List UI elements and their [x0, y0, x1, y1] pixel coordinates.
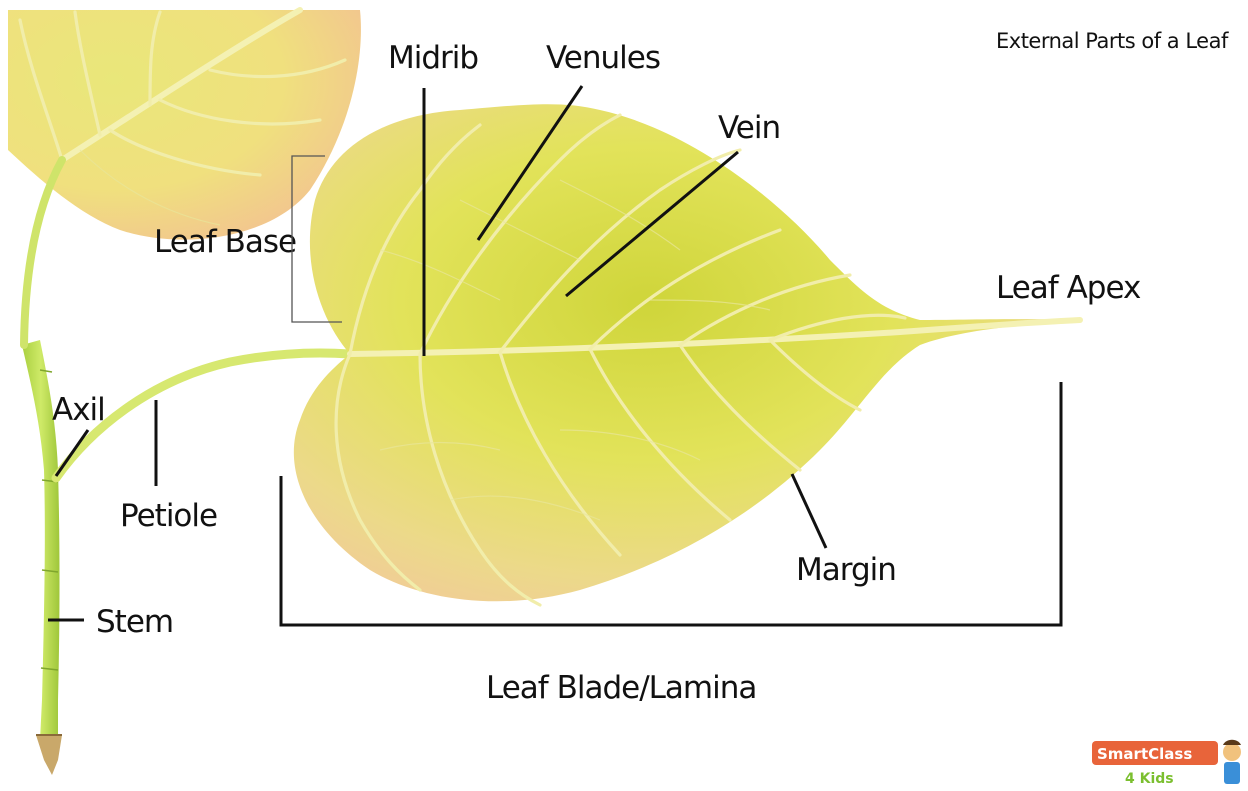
label-axil: Axil [52, 392, 105, 428]
label-venules: Venules [546, 40, 660, 76]
diagram-title: External Parts of a Leaf [996, 29, 1229, 53]
label-vein: Vein [718, 110, 780, 146]
logo-kid-icon [1223, 743, 1241, 761]
label-petiole: Petiole [120, 498, 217, 534]
logo-line1: SmartClass [1097, 745, 1192, 763]
label-margin: Margin [796, 552, 896, 588]
smartclass-logo: SmartClass 4 Kids [1092, 740, 1241, 787]
leader-axil [56, 430, 88, 476]
label-stem: Stem [96, 604, 173, 640]
label-midrib: Midrib [388, 40, 478, 76]
upper-leaf [8, 10, 361, 240]
label-leaf-apex: Leaf Apex [996, 270, 1141, 306]
label-leaf-base: Leaf Base [154, 224, 296, 260]
stem [22, 160, 62, 775]
label-leaf-blade: Leaf Blade/Lamina [486, 670, 756, 706]
main-leaf [294, 104, 1080, 605]
leader-margin [792, 474, 826, 548]
logo-line2: 4 Kids [1125, 771, 1174, 787]
